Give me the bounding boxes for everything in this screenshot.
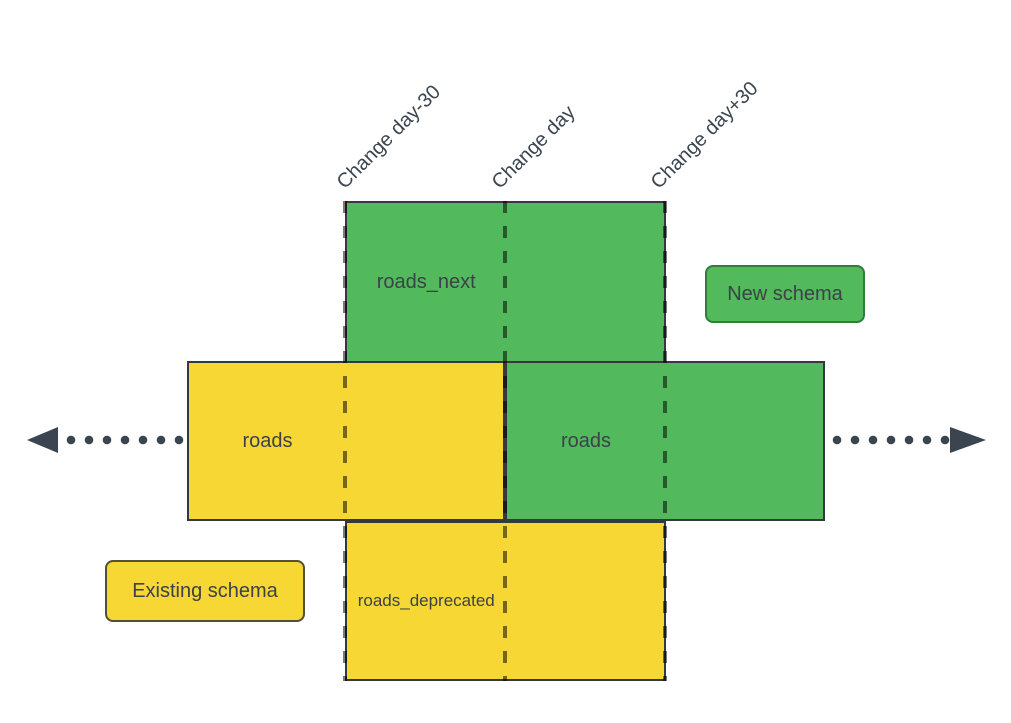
timeline-arrowhead-right-icon [950,427,986,453]
timeline-dotted-line-left [62,435,188,445]
box-roads-next-label: roads_next [376,270,476,293]
timeline-arrowhead-left-icon [27,427,58,453]
tick-label-change-day: Change day [487,101,580,194]
box-roads-new-label: roads [560,429,612,452]
legend-existing-schema: Existing schema [105,560,305,622]
box-roads-deprecated-label-cell: roads_deprecated [347,523,506,679]
timeline-dotted-line-right [828,435,950,445]
box-roads-existing-label: roads [242,429,293,452]
legend-new-schema-label: New schema [727,282,843,305]
dashed-line-change-day-minus30 [343,201,347,681]
box-roads-new-label-cell: roads [507,363,665,519]
dashed-line-change-day-plus30 [663,201,667,681]
dashed-line-change-day [503,201,507,681]
tick-label-change-day-plus30: Change day+30 [646,77,763,194]
legend-new-schema: New schema [705,265,865,323]
box-roads-deprecated-label: roads_deprecated [357,591,495,610]
box-roads-next-label-cell: roads_next [347,203,506,361]
box-roads-existing-label-cell: roads [189,363,346,519]
legend-existing-schema-label: Existing schema [132,579,278,602]
tick-label-change-day-minus30: Change day-30 [332,81,446,194]
